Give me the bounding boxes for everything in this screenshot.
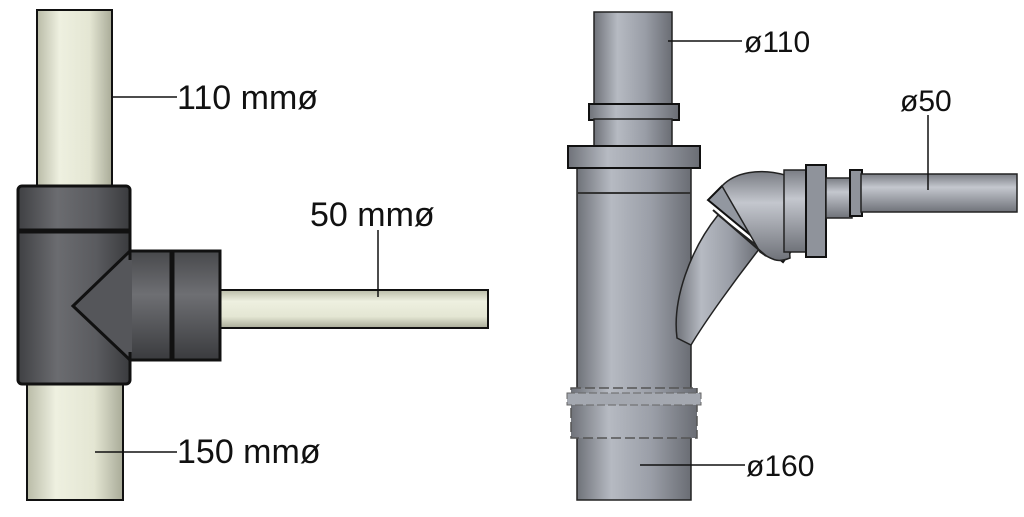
label-right-top: ø110 <box>744 26 810 59</box>
label-left-side: 50 mmø <box>310 196 435 234</box>
right-side-pipe <box>860 173 1018 213</box>
right-top-socket <box>567 145 701 169</box>
left-diagram: 110 mmø 50 mmø 150 mmø <box>16 9 489 501</box>
right-top-collar <box>588 103 680 121</box>
label-left-top: 110 mmø <box>177 79 318 117</box>
right-branch-fitting <box>675 164 863 346</box>
left-top-pipe <box>36 9 113 191</box>
right-top-pipe <box>593 11 673 108</box>
left-bottom-pipe <box>26 377 124 501</box>
right-diagram: ø110 ø50 ø160 <box>566 11 1018 501</box>
label-right-bottom: ø160 <box>746 450 814 483</box>
left-tee-fitting <box>16 184 222 386</box>
right-main-body <box>576 164 692 501</box>
label-right-side: ø50 <box>900 85 952 118</box>
right-lower-coupling <box>566 387 702 439</box>
label-left-bottom: 150 mmø <box>177 433 321 471</box>
left-side-pipe <box>215 289 489 329</box>
